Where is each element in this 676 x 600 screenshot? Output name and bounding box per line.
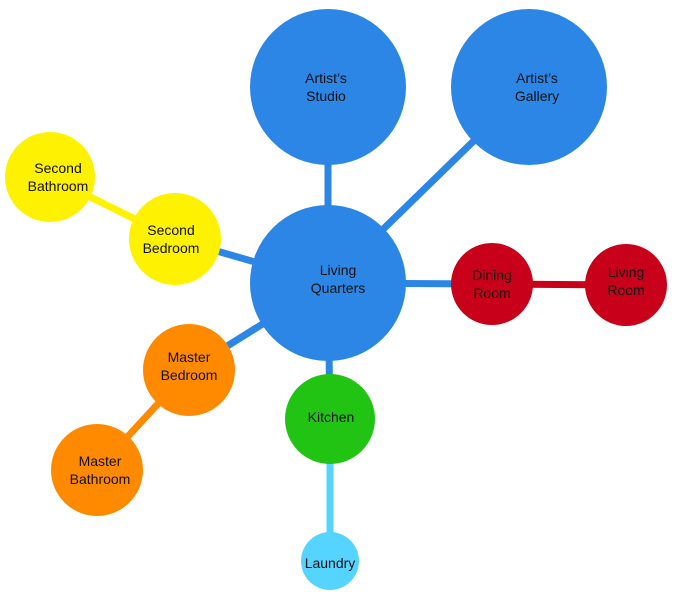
node-circle[interactable]	[250, 205, 406, 361]
node-label-line: Gallery	[515, 88, 559, 104]
node-circle[interactable]	[285, 374, 375, 464]
node-label-line: Bathroom	[70, 471, 131, 487]
node-circle[interactable]	[51, 424, 143, 516]
node-label-line: Dining	[472, 267, 512, 283]
node-label-line: Living	[320, 262, 357, 278]
node-label-line: Master	[79, 453, 122, 469]
node-circle[interactable]	[301, 532, 359, 590]
node-laundry[interactable]: Laundry	[301, 532, 359, 590]
node-label-line: Kitchen	[308, 409, 355, 425]
node-label-line: Second	[34, 160, 81, 176]
node-label-line: Room	[607, 282, 644, 298]
node-label-line: Studio	[306, 88, 346, 104]
node-circle[interactable]	[451, 9, 607, 165]
node-label-line: Laundry	[305, 555, 356, 571]
node-circle[interactable]	[250, 9, 406, 165]
node-label-line: Bedroom	[143, 240, 200, 256]
node-label: Laundry	[305, 555, 356, 571]
node-label-line: Second	[147, 222, 194, 238]
node-circle[interactable]	[585, 244, 667, 326]
node-label-line: Quarters	[311, 280, 365, 296]
node-label-line: Room	[473, 285, 510, 301]
node-circle[interactable]	[451, 243, 533, 325]
node-label-line: Bedroom	[161, 367, 218, 383]
node-label-line: Living	[608, 264, 645, 280]
node-kitchen[interactable]: Kitchen	[285, 374, 375, 464]
node-label-line: Artist’s	[516, 70, 558, 86]
node-circle[interactable]	[129, 193, 221, 285]
node-circle[interactable]	[143, 324, 235, 416]
node-label-line: Artist’s	[305, 70, 347, 86]
node-circle[interactable]	[5, 132, 95, 222]
node-label-line: Master	[168, 349, 211, 365]
node-label: Kitchen	[308, 409, 355, 425]
node-label-line: Bathroom	[28, 178, 89, 194]
